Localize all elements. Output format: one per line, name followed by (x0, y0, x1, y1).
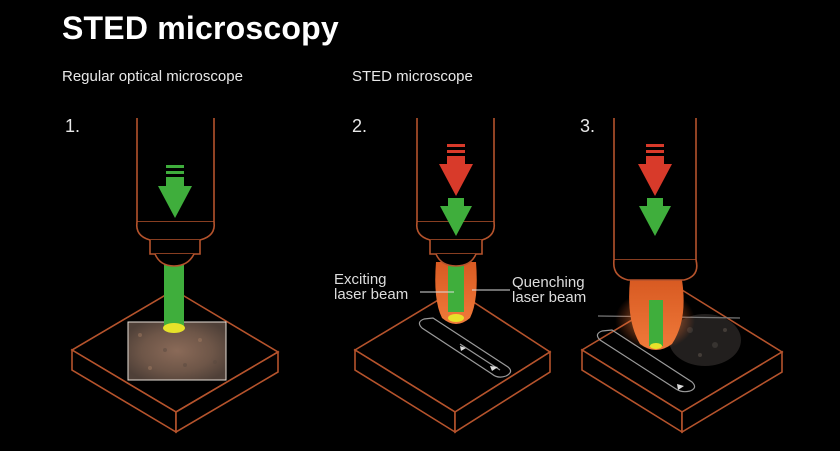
panel-number-2: 2. (352, 116, 368, 136)
green-beam-1 (164, 264, 184, 328)
focus-spot-1 (163, 323, 185, 333)
label-exciting-1: Exciting (334, 271, 387, 288)
scan-track-2 (418, 317, 512, 378)
label-quenching-1: Quenching (512, 274, 585, 291)
sample-texture-1 (138, 333, 217, 370)
green-arrow-icon-2 (440, 198, 472, 236)
heading-sted-microscope: STED microscope (352, 68, 473, 85)
scan-arrow-icon-2 (490, 366, 498, 371)
focus-spot-3 (650, 343, 662, 349)
scan-arrow-icon-3 (677, 384, 684, 390)
panel-number-1: 1. (65, 116, 81, 136)
green-arrow-icon-3 (639, 198, 671, 236)
heading-regular-microscope: Regular optical microscope (62, 68, 243, 85)
panel-number-3: 3. (580, 116, 596, 136)
label-exciting-2: laser beam (334, 286, 408, 303)
page-title: STED microscopy (62, 10, 339, 46)
panel-2-sted: Exciting laser beam Quenching laser beam (334, 118, 586, 434)
red-arrow-icon-3 (638, 144, 672, 196)
label-quenching-2: laser beam (512, 289, 586, 306)
sample-stage-2 (353, 289, 552, 434)
objective-lens-1 (135, 118, 216, 267)
green-arrow-icon-1 (158, 165, 192, 218)
red-arrow-icon-2 (439, 144, 473, 196)
focus-spot-2 (448, 314, 464, 322)
green-beam-3 (649, 300, 663, 346)
panel-3-sted (580, 118, 784, 434)
scan-arrow-icon-2b (460, 346, 466, 351)
green-beam-2 (448, 262, 464, 312)
panel-1-regular (70, 118, 280, 434)
